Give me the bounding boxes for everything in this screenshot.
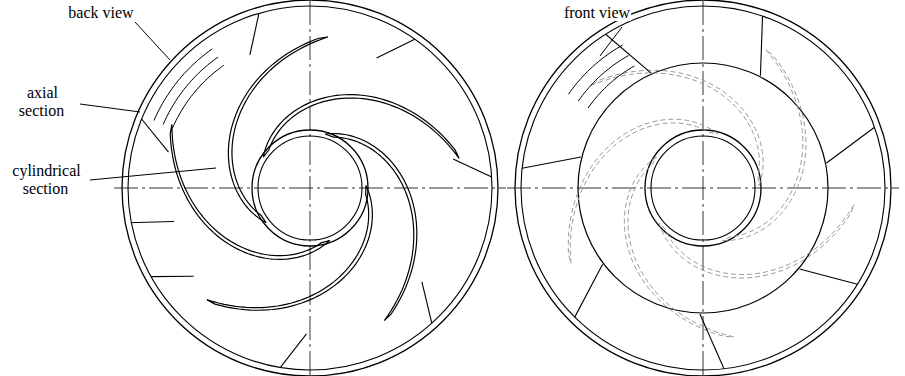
impeller-blade [659,205,854,278]
diffuser-vane [377,39,415,58]
section-arc [588,66,634,108]
leader-lines [80,22,622,180]
section-arc [568,45,622,94]
section-arc [578,56,628,102]
impeller-blade [207,186,373,311]
part-label: cylindrical section [2,162,90,198]
diffuser-vane [575,264,603,317]
diffuser-vane [422,282,432,323]
section-arc [154,49,212,121]
part-label: back view [66,4,136,22]
label-text: back view [67,4,134,21]
label-text: axial section [19,84,65,119]
outline-circle [645,130,761,246]
diffuser-vane [522,157,581,168]
label-text: cylindrical section [11,162,80,197]
diffuser-vane [800,269,858,284]
impeller-blade [228,37,327,223]
leader-line [135,22,170,60]
leader-line [90,168,216,180]
outline-circle [578,63,828,313]
impeller-blade [263,95,459,159]
section-arc [172,65,223,128]
outline-circle [128,6,492,370]
front-view-figure [507,0,899,376]
diffuser-vane [826,127,874,163]
back-view-figure [114,0,506,376]
impeller-blade [591,70,764,185]
diffuser-vane [151,276,194,278]
section-edge [131,221,174,222]
outline-circle [258,136,362,240]
diffuser-vane [453,159,492,177]
impeller-blade [568,119,718,263]
outline-circle [122,0,498,376]
outline-circle [515,0,891,376]
leader-line [600,27,622,56]
part-label: front view [560,4,634,22]
center-line [310,1,311,375]
impeller-blade [723,49,806,240]
outline-circle [521,6,885,370]
diffuser-vane [250,13,259,55]
part-label: axial section [2,84,82,120]
diffuser-vane [142,119,169,152]
diffuser-vane [280,334,306,368]
diffuser-vane [760,16,762,76]
diffuser-vane [700,314,724,369]
impeller-blade [170,124,329,259]
leader-line [80,104,140,112]
label-text: front view [563,4,631,21]
impeller-blade [624,157,733,337]
outline-circle [651,136,755,240]
